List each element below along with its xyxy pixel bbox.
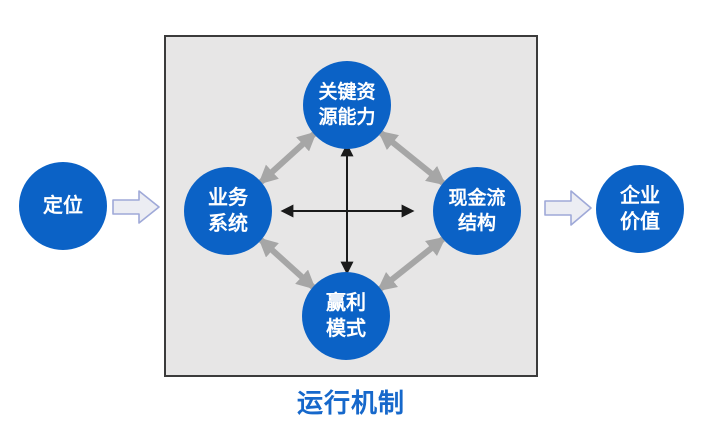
node-profit-model-line1: 赢利 [326, 291, 366, 314]
block-arrow-right-icon [544, 190, 592, 226]
node-positioning-label: 定位 [43, 194, 83, 217]
node-positioning: 定位 [19, 162, 107, 250]
node-key-resources: 关键资 源能力 [303, 61, 391, 149]
node-business-system-line2: 系统 [208, 213, 248, 235]
block-arrow-left-icon [112, 190, 160, 224]
node-key-resources-line2: 源能力 [318, 107, 376, 128]
node-enterprise-value: 企业 价值 [596, 165, 684, 253]
node-enterprise-value-line1: 企业 [620, 184, 660, 207]
node-key-resources-line1: 关键资 [318, 81, 376, 103]
block-arrow-left-shape [112, 190, 160, 224]
node-profit-model-line2: 模式 [326, 318, 366, 340]
node-business-system: 业务 系统 [184, 167, 272, 255]
node-business-system-line1: 业务 [208, 186, 248, 209]
node-cash-flow-line2: 结构 [457, 213, 496, 234]
mechanism-caption: 运行机制 [296, 388, 405, 418]
node-cash-flow-line1: 现金流 [448, 187, 506, 209]
block-arrow-right-shape [544, 190, 592, 226]
node-cash-flow: 现金流 结构 [433, 167, 521, 255]
node-enterprise-value-line2: 价值 [620, 211, 660, 233]
node-profit-model: 赢利 模式 [302, 272, 390, 360]
